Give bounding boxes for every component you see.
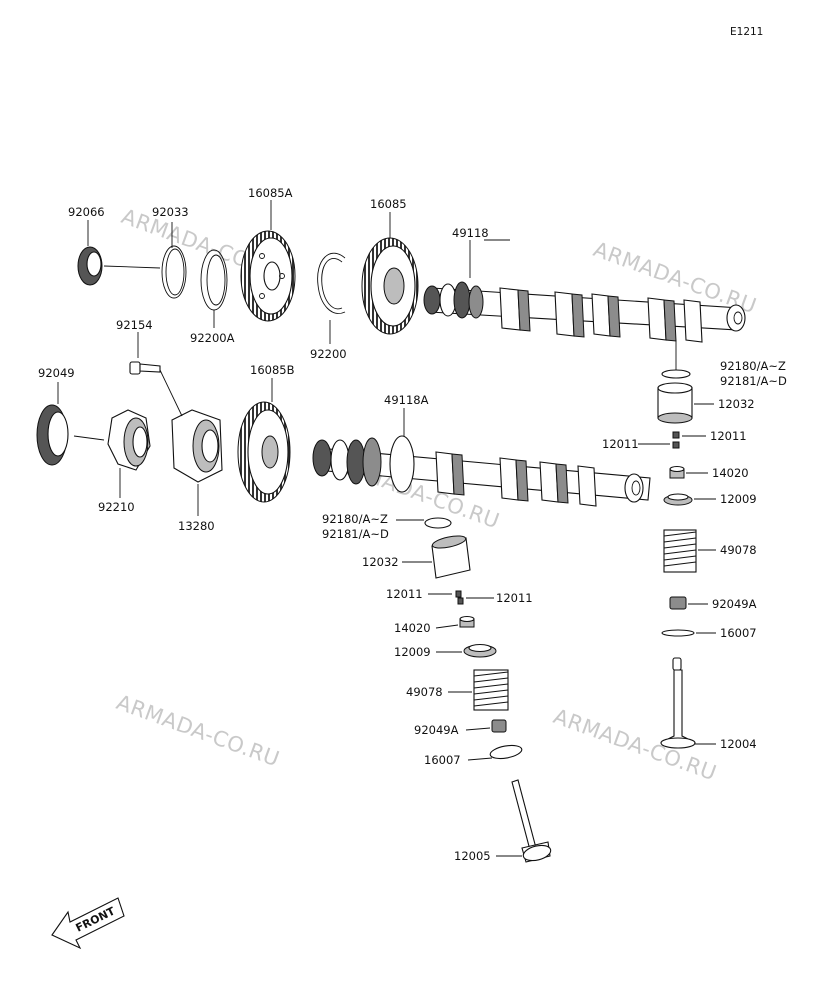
label-12032-right: 12032 xyxy=(718,397,755,411)
gear-16085a-part xyxy=(240,230,296,322)
label-92210: 92210 xyxy=(98,500,135,514)
label-92200: 92200 xyxy=(310,347,347,361)
stem-seal-part xyxy=(491,719,507,733)
label-92180-right: 92180/A~Z xyxy=(720,359,786,373)
holder-13280-part xyxy=(171,409,223,483)
spring-part xyxy=(473,669,509,711)
label-12032-left: 12032 xyxy=(362,555,399,569)
keeper-part xyxy=(672,431,680,439)
label-12011-right-right: 12011 xyxy=(710,429,747,443)
bolt-92154-part xyxy=(129,361,161,375)
label-12005: 12005 xyxy=(454,849,491,863)
nut-92210-part xyxy=(107,409,151,471)
label-49078-right: 49078 xyxy=(720,543,757,557)
shim-part xyxy=(661,369,691,379)
label-16085: 16085 xyxy=(370,197,407,211)
label-92066: 92066 xyxy=(68,205,105,219)
label-16007-right: 16007 xyxy=(720,626,757,640)
label-49118a: 49118A xyxy=(384,393,429,407)
label-92049a-right: 92049A xyxy=(712,597,757,611)
label-14020-right: 14020 xyxy=(712,466,749,480)
washer-part xyxy=(661,629,695,637)
retainer-part xyxy=(459,615,475,628)
seat-part xyxy=(463,643,497,658)
valve-part xyxy=(660,657,696,749)
keeper-part xyxy=(457,597,464,605)
oil-seal-92049-part xyxy=(36,404,69,466)
label-92049a-left: 92049A xyxy=(414,723,459,737)
lifter-part xyxy=(431,535,471,579)
shim-part xyxy=(424,517,452,529)
retainer-part xyxy=(669,465,685,479)
diagram-code: E1211 xyxy=(730,26,763,38)
label-12004: 12004 xyxy=(720,737,757,751)
label-49118: 49118 xyxy=(452,226,489,240)
lifter-part xyxy=(657,382,693,424)
camshaft-49118-part xyxy=(423,281,746,343)
label-14020-left: 14020 xyxy=(394,621,431,635)
label-12011-left-left: 12011 xyxy=(386,587,423,601)
label-92200a: 92200A xyxy=(190,331,235,345)
keeper-part xyxy=(455,590,462,598)
label-16007-left: 16007 xyxy=(424,753,461,767)
keeper-part xyxy=(672,441,680,449)
snap-ring-92200-part xyxy=(317,252,346,314)
label-92180-left: 92180/A~Z xyxy=(322,512,388,526)
watermark: ARMADA-CO.RU xyxy=(113,690,283,771)
oil-seal-92066-part xyxy=(77,246,103,286)
camshaft-49118a-part xyxy=(312,435,651,507)
label-92033: 92033 xyxy=(152,205,189,219)
label-92154: 92154 xyxy=(116,318,153,332)
label-92049: 92049 xyxy=(38,366,75,380)
gear-16085-part xyxy=(361,237,419,335)
label-16085a: 16085A xyxy=(248,186,293,200)
label-16085b: 16085B xyxy=(250,363,295,377)
label-92181-right: 92181/A~D xyxy=(720,374,787,388)
seat-part xyxy=(663,493,693,506)
spring-part xyxy=(663,529,697,573)
label-12011-left-right: 12011 xyxy=(496,591,533,605)
gear-16085b-part xyxy=(237,401,291,503)
label-12009-left: 12009 xyxy=(394,645,431,659)
label-12011-right-left: 12011 xyxy=(602,437,639,451)
label-13280: 13280 xyxy=(178,519,215,533)
stem-seal-part xyxy=(669,596,687,610)
right-valve-train xyxy=(657,369,697,749)
circlip-92033-part xyxy=(161,245,187,299)
washer-part xyxy=(489,744,523,760)
front-arrow: FRONT xyxy=(51,897,125,950)
leader-lines xyxy=(57,200,716,857)
part-labels: 92066 92033 92200A 16085A 92200 16085 49… xyxy=(38,186,787,863)
left-valve-train xyxy=(424,517,552,863)
label-92181-left: 92181/A~D xyxy=(322,527,389,541)
label-12009-right: 12009 xyxy=(720,492,757,506)
label-49078-left: 49078 xyxy=(406,685,443,699)
valve-part xyxy=(511,779,552,863)
